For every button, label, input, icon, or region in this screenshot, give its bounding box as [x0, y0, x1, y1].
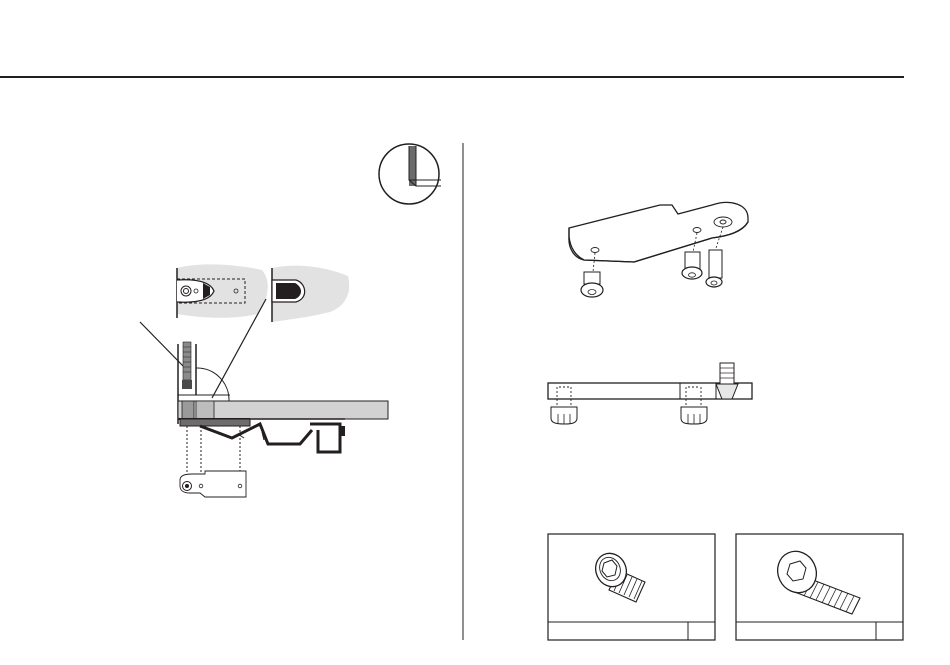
bracket-side-section-diagram [548, 363, 752, 424]
hardware-card-flat-head-screw [736, 534, 903, 640]
left-panel [140, 144, 441, 497]
bracket-end-detail [272, 266, 349, 322]
screw-3 [706, 250, 722, 287]
bolt-top-detail [177, 264, 268, 318]
screw-1 [581, 272, 603, 297]
corner-detail-icon [379, 144, 441, 204]
frame-rail [178, 401, 388, 419]
bolt-callout [140, 322, 187, 370]
bracket-plan-view [180, 471, 246, 497]
hardware-card-button-head-screw [548, 534, 715, 640]
lower-support [180, 419, 345, 452]
bracket-isometric-diagram [569, 203, 748, 297]
right-panel [548, 203, 903, 640]
screw-2 [682, 252, 702, 279]
